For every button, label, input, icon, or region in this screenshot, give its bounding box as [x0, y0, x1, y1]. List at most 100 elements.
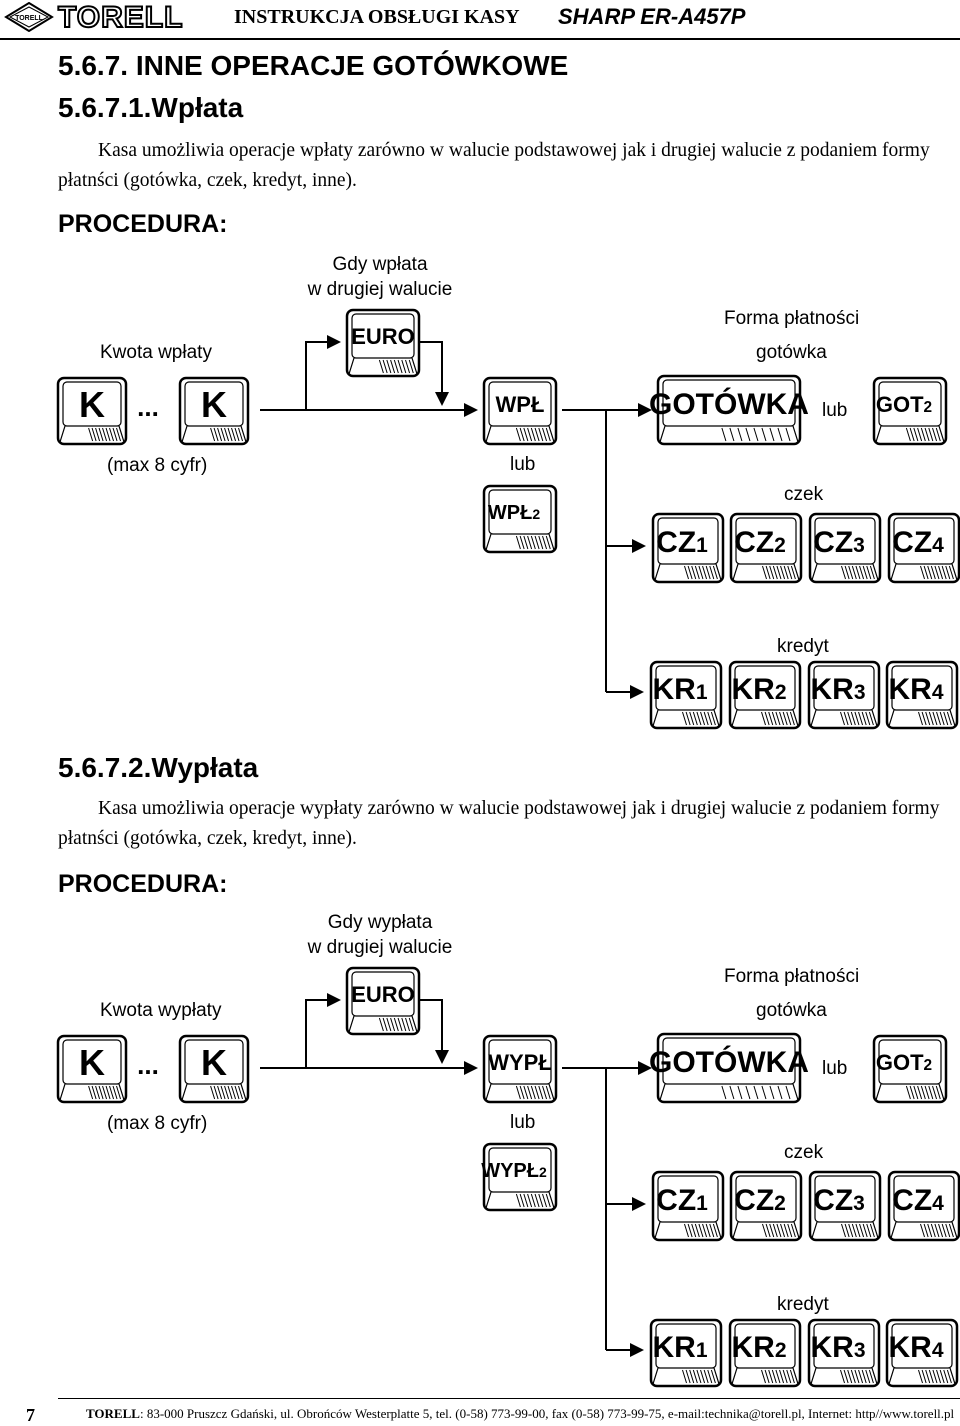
key-cheque-1: CZ1 — [651, 512, 725, 584]
ellipsis: ... — [137, 392, 159, 422]
header-rule — [0, 38, 960, 40]
key-shading — [918, 711, 952, 726]
arrow-head — [638, 1061, 652, 1075]
withdrawal-heading: 5.6.7.2.Wypłata — [58, 752, 259, 783]
key-shading — [762, 565, 796, 580]
footer-company: TORELL — [86, 1406, 140, 1421]
footer-contact: TORELL: 83-000 Pruszcz Gdański, ul. Obro… — [86, 1406, 954, 1422]
key-shading — [918, 1369, 952, 1384]
footer-rule — [58, 1398, 960, 1399]
payment-form-label: Forma płatności — [724, 966, 860, 987]
key-shading — [515, 1193, 551, 1208]
cheque-label: czek — [784, 484, 824, 505]
key-credit-1-label: KR1 — [652, 1331, 707, 1364]
manual-title: INSTRUKCJA OBSŁUGI KASY — [234, 6, 520, 28]
key-credit-4: KR4 — [885, 1318, 959, 1388]
arrow-head — [464, 403, 478, 417]
key-k-last: K — [178, 376, 250, 446]
key-shading — [210, 1085, 243, 1100]
key-shading — [515, 535, 551, 550]
credit-label: kredyt — [777, 1294, 829, 1315]
key-credit-4-label: KR4 — [888, 673, 943, 706]
key-shading — [684, 1223, 718, 1238]
arrow-head — [638, 403, 652, 417]
key-shading — [684, 565, 718, 580]
arrow-head — [435, 1050, 449, 1064]
arrow-head — [630, 1343, 644, 1357]
second-currency-label-2: w drugiej walucie — [307, 279, 453, 300]
key-cash-2-label: GOT2 — [876, 392, 932, 417]
arrow-head — [464, 1061, 478, 1075]
flow-line-euro-return — [420, 341, 443, 400]
footer-address: : 83-000 Pruszcz Gdański, ul. Obrońców W… — [139, 1406, 955, 1421]
key-k-last-label: K — [201, 1042, 227, 1083]
key-shading — [920, 565, 954, 580]
section-heading: 5.6.7. INNE OPERACJE GOTÓWKOWE — [58, 50, 569, 81]
key-cash-label: GOTÓWKA — [649, 1045, 809, 1079]
key-shading — [88, 1085, 121, 1100]
key-k-first: K — [56, 376, 128, 446]
key-cheque-4-label: CZ4 — [892, 526, 944, 559]
key-credit-4: KR4 — [885, 660, 959, 730]
key-operation-2: WPŁ2 — [482, 484, 558, 554]
key-credit-2: KR2 — [728, 1318, 802, 1388]
key-operation: WYPŁ — [482, 1034, 558, 1104]
deposit-procedure-label: PROCEDURA: — [58, 210, 228, 238]
key-operation-2-label: WPŁ2 — [488, 502, 540, 524]
key-cheque-2: CZ2 — [729, 512, 803, 584]
key-shading — [721, 1085, 791, 1100]
key-cheque-3: CZ3 — [808, 512, 882, 584]
key-credit-2-label: KR2 — [731, 673, 786, 706]
flow-line-euro-return — [420, 999, 443, 1058]
key-cash: GOTÓWKA — [649, 374, 809, 446]
key-shading — [840, 1369, 874, 1384]
key-shading — [905, 1085, 941, 1100]
emblem-text: TORELL — [15, 15, 44, 22]
key-shading — [515, 1085, 551, 1100]
key-shading — [378, 359, 414, 374]
key-credit-1-label: KR1 — [652, 673, 707, 706]
key-shading — [905, 427, 941, 442]
key-euro: EURO — [345, 966, 421, 1036]
key-shading — [762, 1223, 796, 1238]
page-number: 7 — [26, 1405, 35, 1425]
key-cheque-1-label: CZ1 — [656, 526, 708, 559]
key-shading — [761, 1369, 795, 1384]
key-euro: EURO — [345, 308, 421, 378]
key-euro-label: EURO — [351, 324, 415, 349]
key-shading — [378, 1017, 414, 1032]
or-label-cash: lub — [822, 400, 848, 421]
key-shading — [761, 711, 795, 726]
key-euro-label: EURO — [351, 982, 415, 1007]
withdrawal-description: Kasa umożliwia operacje wypłaty zarówno … — [58, 798, 940, 849]
arrow-head — [632, 1197, 646, 1211]
key-cheque-3-label: CZ3 — [813, 526, 865, 559]
arrow-head — [327, 335, 341, 349]
withdrawal-procedure-label: PROCEDURA: — [58, 870, 228, 898]
second-currency-label-1: Gdy wypłata — [327, 912, 433, 933]
arrow-head — [630, 685, 644, 699]
deposit-heading: 5.6.7.1.Wpłata — [58, 92, 244, 123]
key-cheque-3-label: CZ3 — [813, 1184, 865, 1217]
second-currency-label-1: Gdy wpłata — [332, 254, 428, 275]
amount-label: Kwota wpłaty — [100, 342, 212, 363]
key-credit-4-label: KR4 — [888, 1331, 943, 1364]
key-cash-label: GOTÓWKA — [649, 387, 809, 421]
key-cash-2-label: GOT2 — [876, 1050, 932, 1075]
flow-line-euro — [305, 999, 338, 1068]
torell-emblem-icon: TORELL — [4, 2, 54, 32]
cash-register-model: SHARP ER-A457P — [558, 4, 746, 29]
key-cash: GOTÓWKA — [649, 1032, 809, 1104]
key-operation-label: WPŁ — [496, 392, 545, 417]
key-credit-2-label: KR2 — [731, 1331, 786, 1364]
key-shading — [841, 1223, 875, 1238]
max-digits-label: (max 8 cyfr) — [107, 1113, 208, 1134]
key-credit-1: KR1 — [649, 660, 723, 730]
key-shading — [682, 1369, 716, 1384]
page-header: TORELL TORELL INSTRUKCJA OBSŁUGI KASY SH… — [0, 0, 960, 40]
key-cheque-1-label: CZ1 — [656, 1184, 708, 1217]
key-k-last: K — [178, 1034, 250, 1104]
torell-logo: TORELL — [57, 0, 184, 35]
